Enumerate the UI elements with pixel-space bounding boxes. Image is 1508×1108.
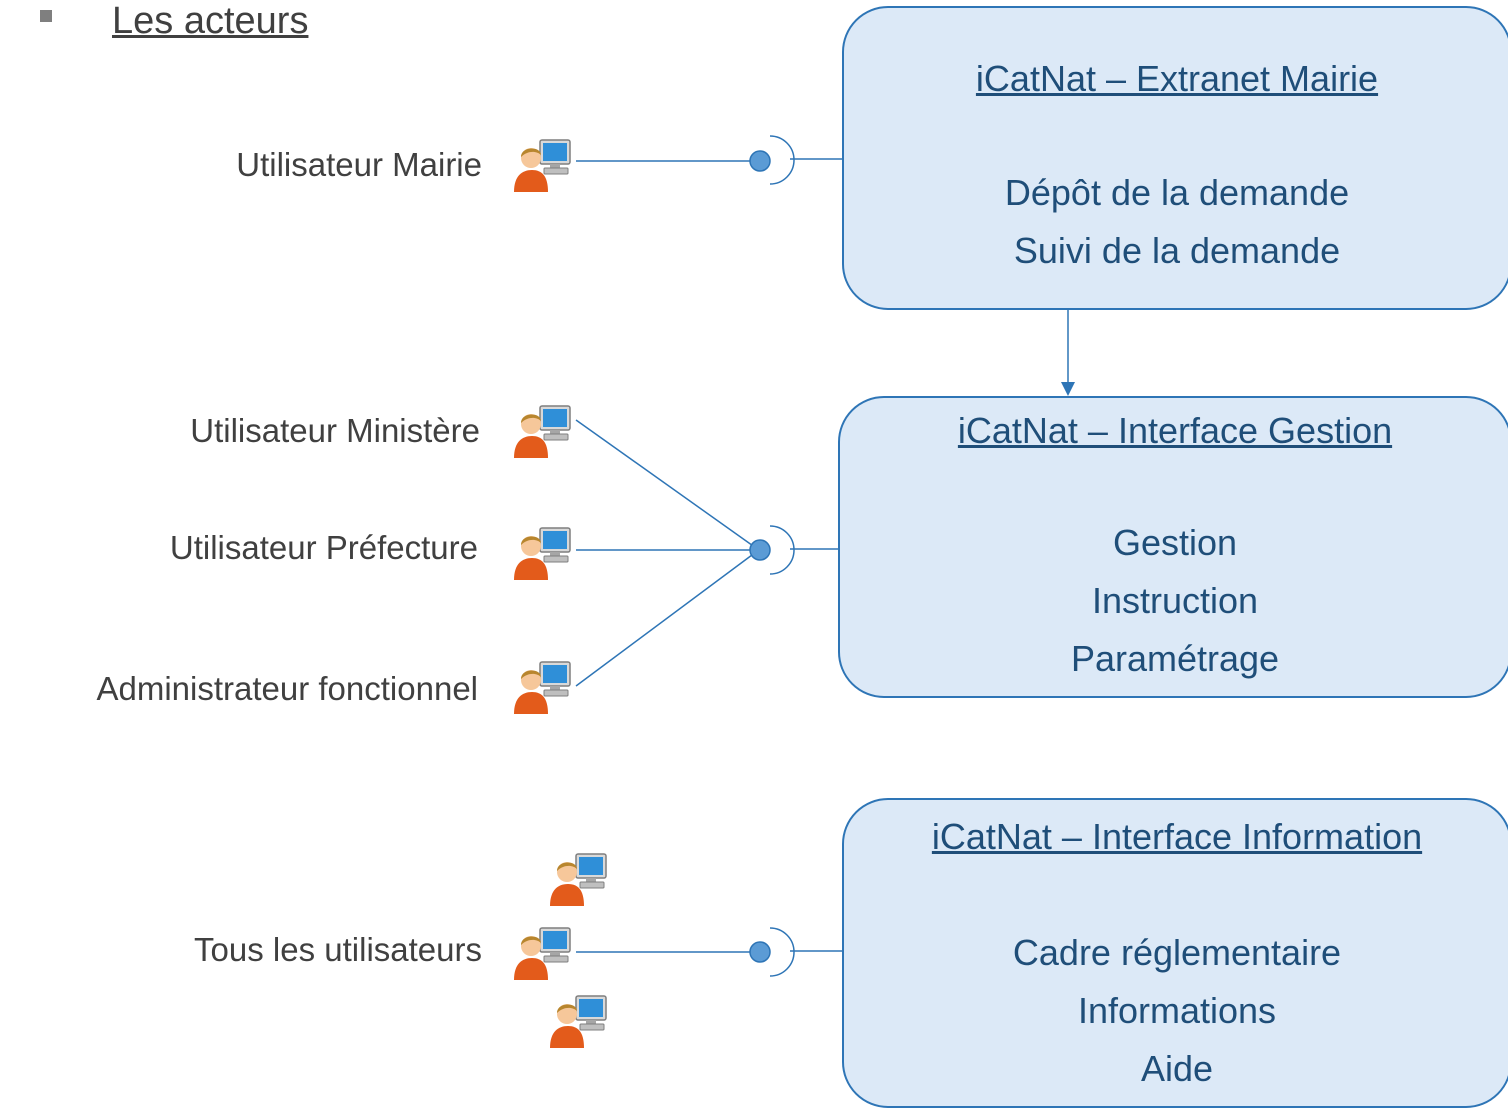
user-computer-icon	[510, 526, 574, 582]
system-box-extranet: iCatNat – Extranet Mairie Dépôt de la de…	[842, 6, 1508, 310]
user-computer-icon	[546, 852, 610, 908]
system-title-gestion: iCatNat – Interface Gestion	[957, 410, 1393, 451]
connector-ministere	[575, 419, 757, 549]
system-feature: Paramétrage	[1070, 638, 1280, 679]
user-computer-icon	[510, 404, 574, 460]
system-feature: Gestion	[1112, 522, 1238, 563]
socket-information	[769, 927, 795, 977]
system-title-extranet: iCatNat – Extranet Mairie	[975, 58, 1379, 99]
system-feature: Aide	[1140, 1048, 1214, 1089]
connector-admin	[575, 551, 757, 687]
section-heading: Les acteurs	[112, 0, 309, 42]
system-box-information: iCatNat – Interface Information Cadre ré…	[842, 798, 1508, 1108]
actor-label-admin: Administrateur fonctionnel	[96, 670, 478, 707]
lollipop-information	[749, 941, 771, 963]
system-feature: Dépôt de la demande	[1004, 172, 1350, 213]
system-feature: Instruction	[1091, 580, 1259, 621]
system-box-gestion: iCatNat – Interface Gestion Gestion Inst…	[838, 396, 1508, 698]
socket-gestion	[769, 525, 795, 575]
system-feature: Informations	[1077, 990, 1277, 1031]
system-feature: Cadre réglementaire	[1012, 932, 1342, 973]
user-computer-icon	[510, 926, 574, 982]
system-feature: Suivi de la demande	[1013, 230, 1341, 271]
lollipop-extranet	[749, 150, 771, 172]
actor-label-ministere: Utilisateur Ministère	[190, 412, 480, 449]
lollipop-gestion	[749, 539, 771, 561]
user-computer-icon	[510, 138, 574, 194]
actor-label-prefecture: Utilisateur Préfecture	[169, 529, 478, 566]
user-computer-icon	[510, 660, 574, 716]
arrow-head	[1061, 382, 1075, 396]
user-computer-icon	[546, 994, 610, 1050]
socket-extranet	[769, 135, 795, 185]
actor-label-mairie: Utilisateur Mairie	[236, 146, 482, 183]
actor-label-tous: Tous les utilisateurs	[194, 931, 482, 968]
square-bullet-icon	[40, 10, 52, 22]
system-title-information: iCatNat – Interface Information	[931, 816, 1423, 857]
